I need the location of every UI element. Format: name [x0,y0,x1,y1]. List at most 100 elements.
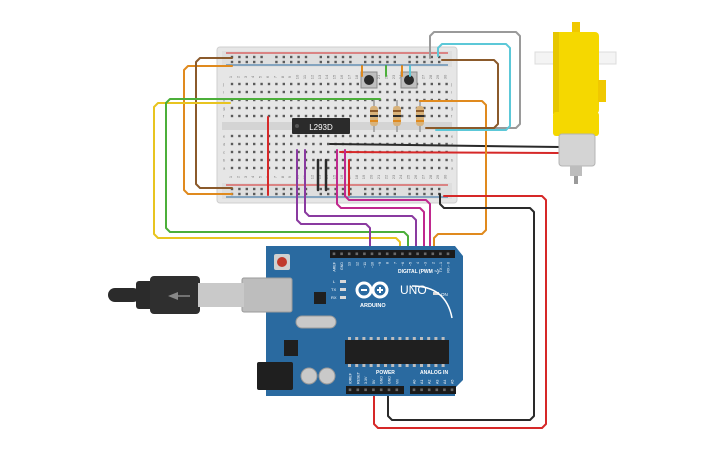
breadboard-hole [393,158,396,162]
wire-orange-right[interactable] [419,100,487,257]
header-pin[interactable] [420,388,423,392]
arduino-uno[interactable]: UNO ARDUINO DIGITAL (PWM ~) POWER ANALOG… [198,246,463,396]
wire-green[interactable] [165,98,409,257]
breadboard-row-letter: g [451,106,453,111]
header-pin[interactable] [385,252,389,256]
wire-purple-2[interactable] [304,149,417,257]
header-pin[interactable] [355,252,359,256]
breadboard-hole [334,134,337,138]
power-pin-label: GND [380,376,384,384]
dc-gear-motor[interactable] [534,22,617,184]
resistor-1[interactable] [370,100,378,132]
header-pin[interactable] [446,252,450,256]
wire-black-motor[interactable] [329,143,561,148]
breadboard-hole [267,106,271,110]
rail-hole [386,55,389,59]
wire-magenta-1[interactable] [336,149,425,257]
breadboard-hole [423,158,426,162]
wire-yellow[interactable] [153,102,401,257]
breadboard-hole [364,166,367,170]
breadboard-hole [245,82,248,86]
header-pin[interactable] [408,252,412,256]
breadboard-hole [253,150,256,154]
header-pin[interactable] [364,388,367,392]
header-pin[interactable] [378,252,381,256]
breadboard-hole [438,142,441,146]
wire-magenta-2[interactable] [344,149,431,257]
wire-brown-left[interactable] [195,57,233,189]
breadboard-column-number: 16 [339,74,344,79]
wire-brown-top[interactable] [425,59,499,129]
breadboard-hole [334,82,337,86]
header-pin[interactable] [439,252,442,256]
wire-red-5v[interactable] [373,195,547,429]
push-button-left[interactable] [360,71,378,89]
header-pin[interactable] [332,252,336,256]
header-pin[interactable] [363,252,366,256]
breadboard-hole [349,90,352,94]
rail-hole [430,187,433,191]
header-pin[interactable] [395,388,399,392]
wire-black-gnd[interactable] [387,193,535,421]
breadboard-hole [356,166,359,170]
chip-pin [405,364,409,367]
resistor-3[interactable] [416,100,424,132]
l293d-chip[interactable]: L293D [292,118,350,134]
header-pin[interactable] [416,252,419,256]
breadboard-hole [438,82,441,86]
resistor-2[interactable] [393,100,401,132]
breadboard-hole [275,150,278,154]
breadboard-hole [312,150,315,154]
header-pin[interactable] [347,252,351,256]
header-pin[interactable] [443,388,446,392]
chip-pin [384,337,387,340]
breadboard-hole [423,82,426,86]
header-pin[interactable] [356,388,360,392]
breadboard-hole [290,114,293,118]
breadboard-hole [260,142,263,146]
breadboard-hole [319,134,322,138]
breadboard-hole [415,166,419,170]
breadboard-hole [408,166,411,170]
breadboard-hole [319,158,322,162]
wire-cyan-top[interactable] [435,43,511,131]
header-pin[interactable] [427,388,431,392]
header-pin[interactable] [379,388,383,392]
rail-hole [378,55,382,59]
analog-pin-label: A4 [443,380,447,384]
breadboard-hole [282,158,285,162]
breadboard-hole [230,150,234,154]
header-pin[interactable] [401,252,404,256]
rail-hole [371,187,374,191]
breadboard-hole [445,166,448,170]
breadboard-hole [245,134,248,138]
breadboard-column-number: 13 [317,74,322,79]
digital-pin-label: RX←0 [447,262,451,273]
header-pin[interactable] [393,252,397,256]
rail-hole [393,187,396,191]
breadboard-hole [290,90,293,94]
chip-pin [362,364,366,367]
header-pin[interactable] [450,388,454,392]
breadboard-hole [445,106,448,110]
breadboard-hole [438,106,441,110]
header-pin[interactable] [412,388,416,392]
header-pin[interactable] [435,388,439,392]
digital-pin-label: 12 [355,262,359,266]
header-pin[interactable] [372,388,375,392]
header-pin[interactable] [340,252,343,256]
header-pin[interactable] [370,252,374,256]
breadboard-hole [334,166,337,170]
breadboard-hole [238,106,241,110]
wire-red-motor[interactable] [339,151,559,154]
breadboard-hole [378,158,382,162]
header-pin[interactable] [348,388,352,392]
header-pin[interactable] [431,252,435,256]
breadboard-hole [238,82,241,86]
wire-purple-1[interactable] [296,149,371,257]
wire-gray-top[interactable] [429,31,521,129]
breadboard-hole [371,90,374,94]
breadboard-hole [386,90,389,94]
header-pin[interactable] [423,252,427,256]
header-pin[interactable] [387,388,391,392]
